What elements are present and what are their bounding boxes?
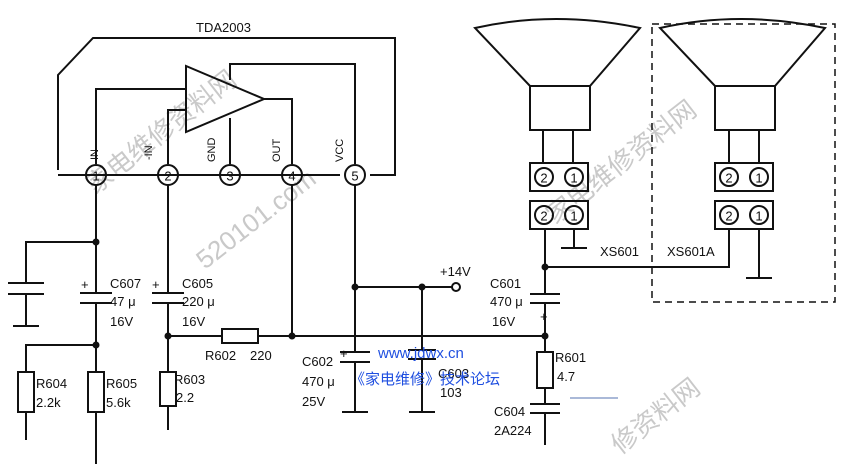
- r604-ref: R604: [36, 376, 67, 391]
- opamp-triangle: [185, 64, 267, 134]
- c607-plus: +: [81, 277, 89, 292]
- ic-name-label: TDA2003: [196, 20, 251, 35]
- c603-ref: C603: [438, 366, 469, 381]
- c607-value: 47 μ: [110, 294, 136, 309]
- pin-3-circle: [219, 164, 241, 186]
- xs601a-pin-2-label: 2: [725, 209, 732, 224]
- r602-value: 220: [250, 348, 272, 363]
- opamp-out-wire: [264, 98, 293, 164]
- supply-terminal: [451, 282, 461, 292]
- xs601-socket: [529, 200, 589, 230]
- r603-value: 2.2: [176, 390, 194, 405]
- c605-value: 220 μ: [182, 294, 215, 309]
- xs601a-pin-2: [719, 205, 739, 225]
- c601-value: 470 μ: [490, 294, 523, 309]
- speaker-2-magnet: [714, 85, 776, 131]
- c604-value: 2A224: [494, 423, 532, 438]
- c605-voltage: 16V: [182, 314, 205, 329]
- speaker-2-plug-pin-1-label: 1: [755, 171, 762, 186]
- faint-watermark-4: 家电维修资料网: [540, 94, 702, 230]
- speaker-1-plug: [529, 162, 589, 192]
- speaker-2-icon: [658, 18, 827, 131]
- faint-watermark-3: 修资料网: [605, 372, 705, 460]
- speaker-1-icon: [473, 18, 642, 131]
- r602-body: [221, 328, 259, 344]
- watermark-forum: 《家电维修》技术论坛: [350, 371, 500, 388]
- c601-ref: C601: [490, 276, 521, 291]
- speaker-2-cone: [658, 18, 827, 87]
- pin-name-in: IN: [89, 149, 101, 160]
- faint-watermarks: 家电维修资料网 520101.com 修资料网 家电维修资料网: [80, 64, 705, 460]
- pin-name-gnd: GND: [206, 138, 218, 163]
- r604-wire: [25, 344, 96, 372]
- speaker-1-plug-pin-2: [534, 167, 554, 187]
- c607-ref: C607: [110, 276, 141, 291]
- xs601a-socket: [714, 200, 774, 230]
- ic-outline-loop: [57, 37, 396, 176]
- c603-value: 103: [440, 385, 462, 400]
- c602-ref: C602: [302, 354, 333, 369]
- c605-ref: C605: [182, 276, 213, 291]
- r603-ref: R603: [174, 372, 205, 387]
- opamp-noninv-wire: [95, 88, 186, 164]
- speaker-2-plug-pin-2: [719, 167, 739, 187]
- pin-3-number: 3: [226, 169, 233, 184]
- speaker-2-plug-pin-1: [749, 167, 769, 187]
- xs601-pin-2: [534, 205, 554, 225]
- r602-ref: R602: [205, 348, 236, 363]
- r605-value: 5.6k: [106, 395, 131, 410]
- c605-plus: +: [152, 277, 160, 292]
- speaker-1-plug-pin-2-label: 2: [540, 171, 547, 186]
- c602-plus: +: [340, 346, 348, 361]
- xs601-pin-1-label: 1: [570, 209, 577, 224]
- xs601-ref: XS601: [600, 244, 639, 259]
- r604-body: [17, 371, 35, 413]
- c601-plus: +: [540, 309, 548, 324]
- xs601a-pin-1: [749, 205, 769, 225]
- pin-1-number: 1: [92, 169, 99, 184]
- speaker-1-cone: [473, 18, 642, 87]
- speaker-1-magnet: [529, 85, 591, 131]
- speaker-2-plug-pin-2-label: 2: [725, 171, 732, 186]
- input-cap-wire: [25, 241, 96, 283]
- xs601a-pin-1-label: 1: [755, 209, 762, 224]
- c601-voltage: 16V: [492, 314, 515, 329]
- watermark-url: www.jdwx.cn: [377, 345, 464, 362]
- r601-value: 4.7: [557, 369, 575, 384]
- supply-label: +14V: [440, 264, 471, 279]
- r604-value: 2.2k: [36, 395, 61, 410]
- xs601a-out-wire: [545, 229, 730, 268]
- r605-body: [87, 371, 105, 413]
- c602-voltage: 25V: [302, 394, 325, 409]
- pin-name-minus-in: -IN: [143, 145, 155, 160]
- r601-ref: R601: [555, 350, 586, 365]
- speaker-1-plug-pin-1: [564, 167, 584, 187]
- xs601a-ref: XS601A: [667, 244, 715, 259]
- speaker-2-plug: [714, 162, 774, 192]
- pin-5-number: 5: [351, 169, 358, 184]
- pin-name-out: OUT: [271, 139, 283, 163]
- c604-ref: C604: [494, 404, 525, 419]
- opamp-vcc-wire: [229, 63, 356, 164]
- optional-speaker-box: [651, 23, 836, 303]
- r605-ref: R605: [106, 376, 137, 391]
- pin-4-number: 4: [288, 169, 295, 184]
- pin-2-number: 2: [164, 169, 171, 184]
- opamp-inv-wire: [167, 109, 186, 164]
- xs601-pin-2-label: 2: [540, 209, 547, 224]
- c607-voltage: 16V: [110, 314, 133, 329]
- r601-body: [536, 351, 554, 389]
- speaker-1-plug-pin-1-label: 1: [570, 171, 577, 186]
- c602-value: 470 μ: [302, 374, 335, 389]
- pin-name-vcc: VCC: [334, 139, 346, 162]
- xs601-pin-1: [564, 205, 584, 225]
